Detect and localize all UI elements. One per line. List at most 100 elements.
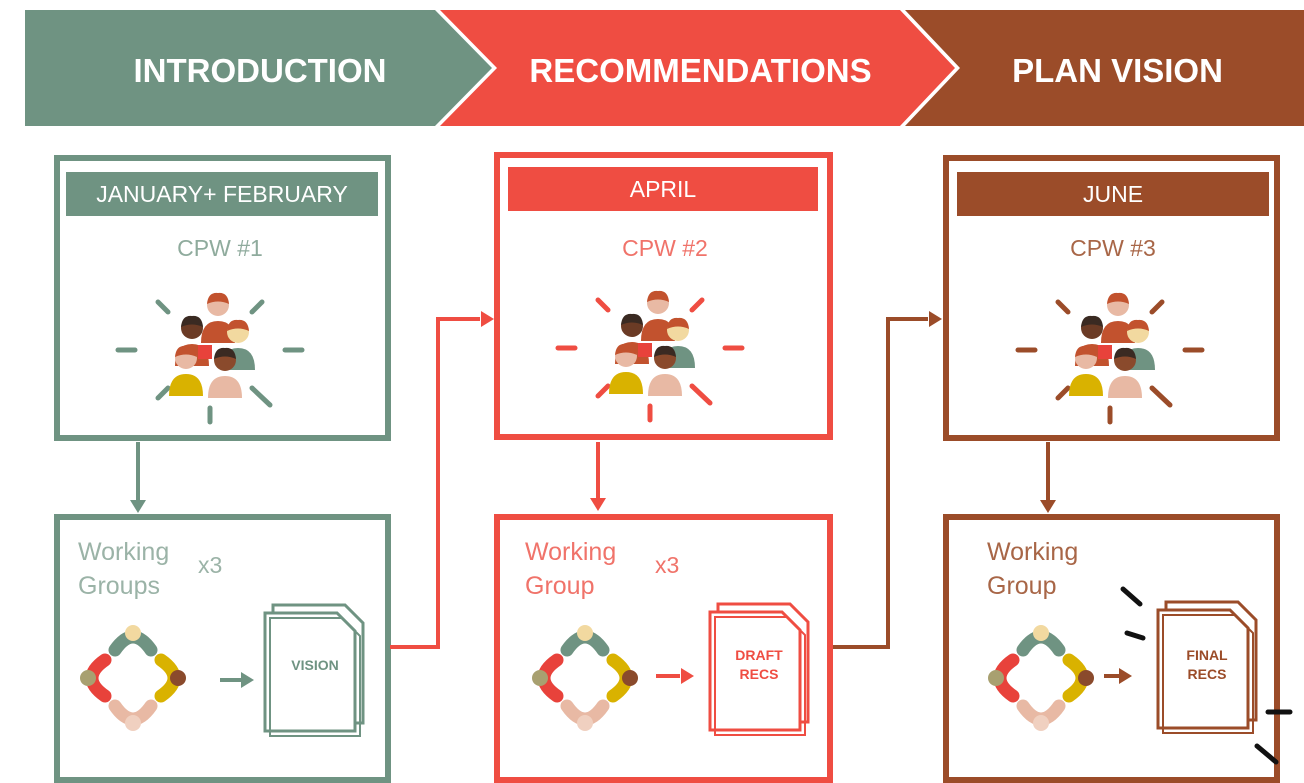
seat-top-head [125,625,141,641]
person-hair [175,345,197,357]
person-body [1101,321,1135,343]
month-bar-april: APRIL [508,167,818,211]
sparkle-line [249,385,273,408]
working-group-line2: Group [987,572,1057,600]
person-hair [227,319,249,331]
cpw-box-3 [943,155,1280,441]
sparkle-line [689,297,705,313]
seat-top-head [1033,625,1049,641]
month-bar-june: JUNE [957,172,1269,216]
phase-title-introduction: INTRODUCTION [133,52,387,89]
document-icon-draft-recs [708,602,810,736]
arrowhead-connector-1 [481,311,494,327]
connector-arrow-2 [833,317,928,649]
document-inner-border [1162,614,1254,734]
multiplier-label-1: x3 [198,552,223,578]
document-inner-border [714,616,806,736]
person-body [169,374,203,396]
cpw-label-1: CPW #1 [177,235,263,261]
seat-left-head [80,670,96,686]
seat-top-head [577,625,593,641]
round-table-icon-2 [532,625,638,731]
sparkle-line [155,299,171,315]
working-group-box-1 [54,514,391,783]
sparkle-line [1149,385,1173,408]
multiplier-label-2: x3 [655,552,680,578]
person-hair [1107,292,1129,304]
working-group-line2: Groups [78,572,160,600]
sparkle-line [1055,299,1071,315]
seat-left-head [532,670,548,686]
person-hair [214,347,236,359]
seat-right-head [1078,670,1094,686]
arrowhead-down-3 [1040,500,1056,513]
person-hair [654,345,676,357]
person-hair [647,290,669,302]
working-group-label-3: Working Group [987,535,1078,603]
person-body [1069,374,1103,396]
person-body [609,372,643,394]
person-accent [198,345,212,359]
working-group-line1: Working [525,538,617,566]
arrowhead-doc-1 [241,672,254,688]
banner-plan-vision [905,10,1304,126]
document-label-final-recs: FINAL RECS [1186,647,1228,682]
highlight-dash [1120,586,1143,607]
round-table-icon-1 [80,625,186,731]
highlight-dash [1124,630,1146,641]
seat-bottom-head [125,715,141,731]
cpw-label-3: CPW #3 [1070,235,1156,261]
sparkle-line [595,383,611,399]
crowd-icon-1 [115,292,305,425]
person-hair [181,315,203,327]
seat-left-head [988,670,1004,686]
working-group-line2: Group [525,572,595,600]
banner-recommendations [440,10,955,126]
cpw-box-1 [54,155,391,441]
sparkle-line [1149,299,1165,315]
document-icon-vision [263,603,365,737]
working-group-line1: Working [987,538,1079,566]
person-hair [207,292,229,304]
person-body [201,321,235,343]
phase-title-recommendations: RECOMMENDATIONS [529,52,872,89]
document-front-page [1156,608,1250,730]
document-icon-final-recs [1156,600,1258,734]
person-hair [1114,347,1136,359]
cpw-box-2 [494,152,833,440]
sparkle-line [249,299,265,315]
working-group-box-2 [494,514,833,783]
document-front-page [708,610,802,732]
phase-title-plan-vision: PLAN VISION [1012,52,1223,89]
sparkle-line [1055,385,1071,401]
working-group-box-3 [943,514,1280,783]
document-label-draft-recs: DRAFT RECS [735,647,783,682]
banner-introduction [25,10,492,126]
sparkle-line [155,385,171,401]
sparkle-line [689,383,713,406]
seat-right-head [622,670,638,686]
person-body [648,374,682,396]
person-hair [1081,315,1103,327]
arrowhead-connector-2 [929,311,942,327]
month-bar-january-february: JANUARY+ FEBRUARY [66,172,378,216]
person-body [641,319,675,341]
crowd-icon-2 [555,290,745,423]
person-hair [1075,345,1097,357]
seat-bottom-head [1033,715,1049,731]
person-hair [1127,319,1149,331]
arrowhead-down-2 [590,498,606,511]
connector-arrow-1 [390,317,480,649]
round-table-icon-3 [988,625,1094,731]
person-body [1108,376,1142,398]
crowd-icon-3 [1015,292,1205,425]
working-group-line1: Working [78,538,170,566]
seat-right-head [170,670,186,686]
person-accent [1098,345,1112,359]
person-hair [667,317,689,329]
working-group-label-1: Working Groups [78,535,169,603]
arrowhead-doc-3 [1119,668,1132,684]
cpw-label-2: CPW #2 [622,235,708,261]
document-label-vision: VISION [291,657,339,673]
